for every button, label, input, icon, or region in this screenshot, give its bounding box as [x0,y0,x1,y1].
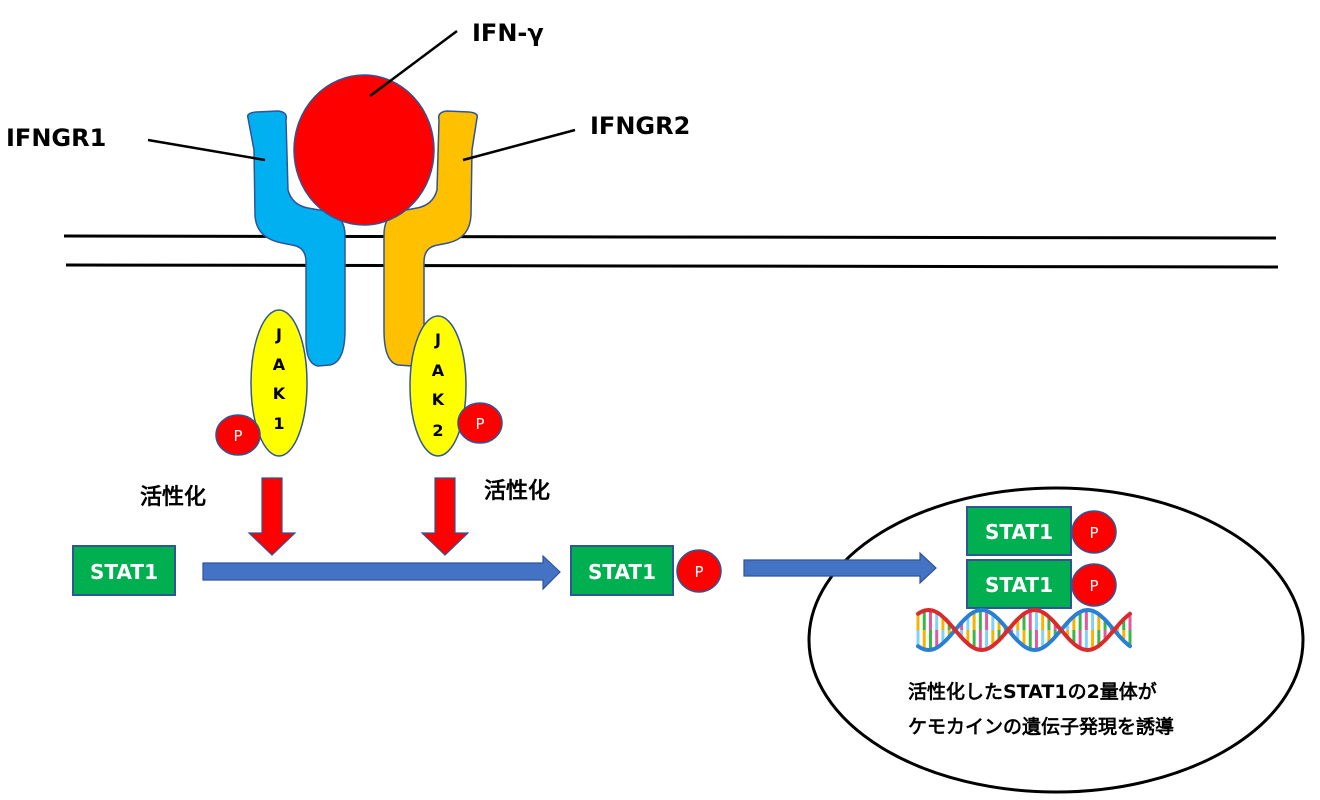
stat1-phosphorylated-box [570,545,674,596]
ifngr2-leader-line [462,128,576,162]
dna-strand-red [916,607,1132,653]
nucleus-outline [807,486,1305,794]
phospho-label: P [1089,577,1098,595]
flow-arrow-phosphorylation [202,554,561,591]
phospho-label: P [1089,524,1098,542]
stat1-inactive-box [72,545,176,596]
stat1-phosphorylated-label: STAT1 [588,560,656,584]
dna-helix-icon [916,607,1132,653]
stat1-dimer-top-box [966,506,1072,556]
membrane-outer-line [63,234,1277,240]
stat1-inactive-label: STAT1 [90,560,158,584]
stat1-dimer-top-label: STAT1 [985,520,1053,544]
caption-line-2: ケモカインの遺伝子発現を誘導 [908,715,1174,738]
membrane-inner-line [65,263,1279,269]
flow-arrow-nuclear-translocation [743,551,937,585]
stat1-dimer-bottom-label: STAT1 [985,573,1053,597]
jak1-letter: K [273,384,286,403]
phospho-label: P [233,427,242,445]
jak2-letter: K [432,390,445,409]
jak1-letter: 1 [273,414,284,433]
phospho-label: P [694,563,703,581]
jak2-letter: A [432,361,445,380]
ifn-gamma-ligand [293,74,435,226]
jak2-letter: J [434,330,441,349]
phospho-label: P [475,415,484,433]
stat1-dimer-top-phospho [1071,510,1117,554]
jak2-kinase [409,315,467,457]
jak1-phospho-group [215,414,261,456]
jak1-letter: A [273,355,286,374]
ifngr1-leader-line [147,138,266,162]
stat1-phospho-group [676,549,722,593]
stat1-dimer-bottom-phospho [1071,563,1117,607]
activation-label-right: 活性化 [484,478,550,504]
activation-arrow-jak2 [420,477,470,556]
stat1-dimer-bottom-box [966,559,1072,609]
ifngr1-receptor [246,110,346,367]
ifn-gamma-leader-line [369,29,458,98]
jak2-phospho-group [457,402,503,444]
jak1-letter: J [275,325,282,344]
activation-arrow-jak1 [247,477,297,556]
dna-strand-blue [916,607,1132,653]
caption-line-1: 活性化したSTAT1の2量体が [908,680,1157,703]
ifngr2-label: IFNGR2 [590,112,690,140]
ifn-gamma-label: IFN-γ [472,19,544,47]
ifngr2-receptor [383,110,479,367]
jak1-kinase [250,309,308,457]
ifngr1-label: IFNGR1 [6,124,106,152]
activation-label-left: 活性化 [140,484,206,510]
jak2-letter: 2 [432,421,443,440]
